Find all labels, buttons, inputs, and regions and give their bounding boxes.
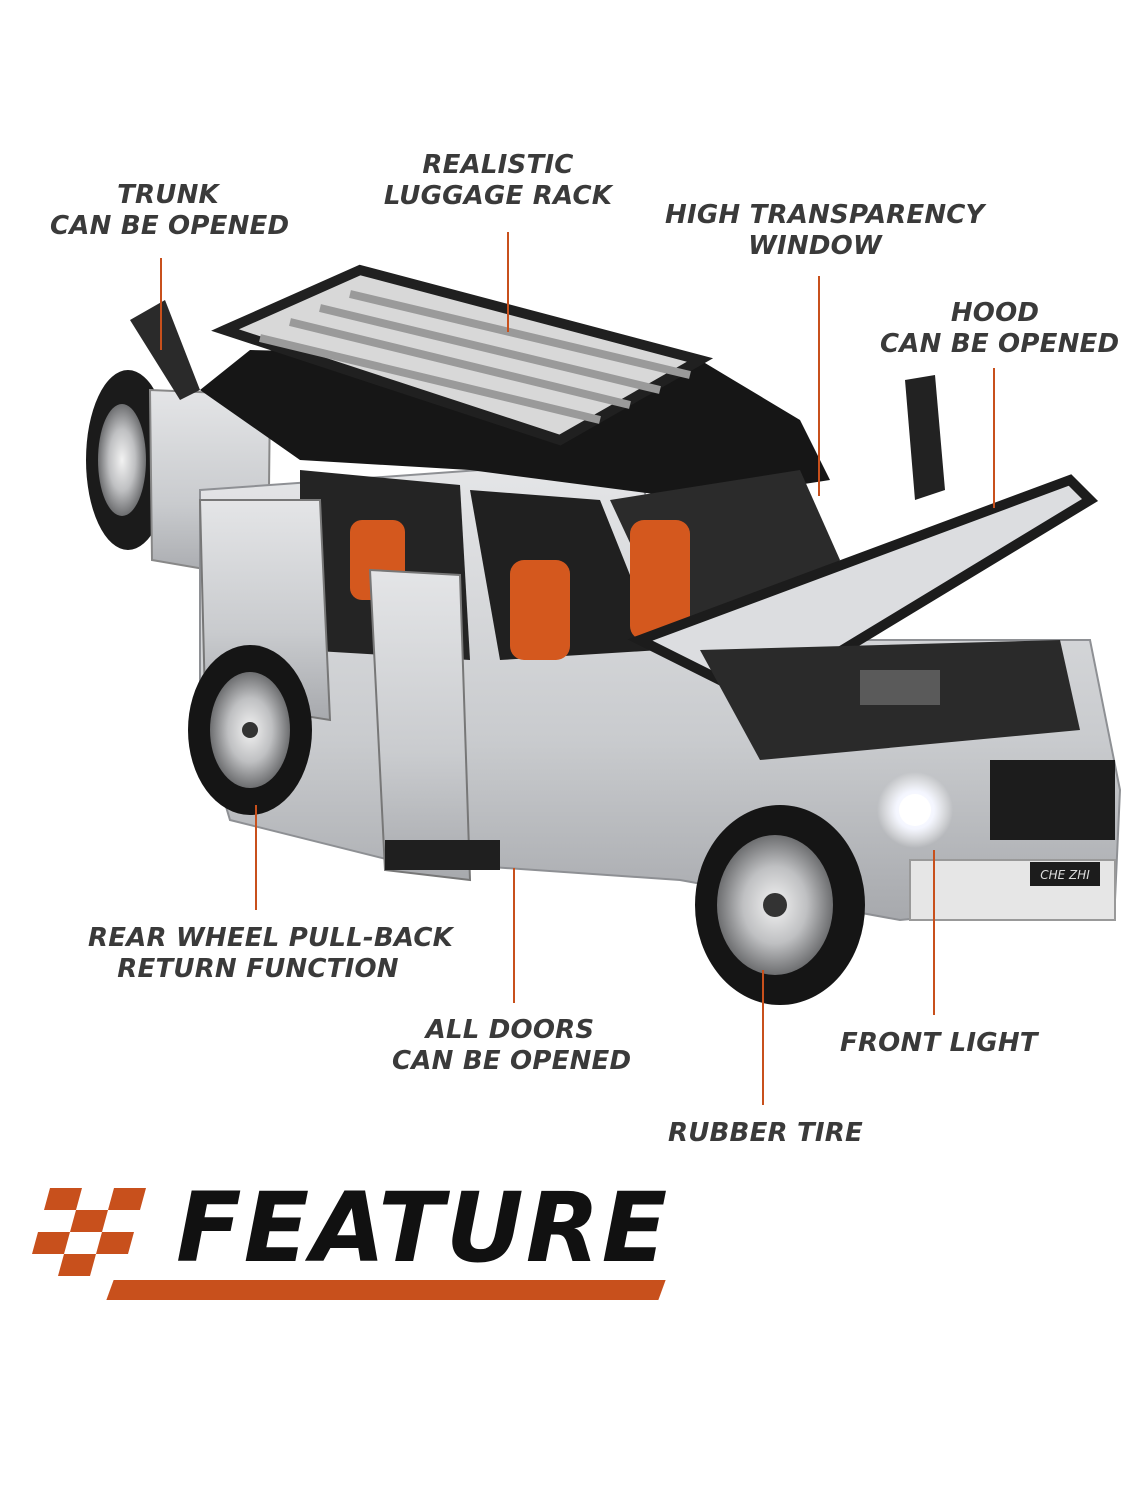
leader-line-hood: [993, 368, 995, 508]
leader-line-tire: [762, 970, 764, 1105]
front-bumper: [909, 859, 1116, 921]
leader-line-trunk: [160, 258, 162, 350]
label-tire: RUBBER TIRE: [668, 1118, 863, 1148]
front-side-door: [368, 568, 472, 882]
leader-line-luggage-rack: [507, 232, 509, 332]
spare-wheel: [86, 370, 170, 550]
grille: [990, 760, 1115, 840]
leader-line-window: [818, 276, 820, 496]
leader-line-doors: [513, 868, 515, 1003]
toy-car-image: CHE ZHI: [86, 264, 1122, 1005]
label-front-light: FRONT LIGHT: [840, 1028, 1038, 1058]
license-plate: CHE ZHI: [1030, 862, 1100, 886]
feature-underline: [106, 1280, 666, 1300]
leader-line-front-light: [933, 850, 935, 1015]
luggage-rack: [211, 264, 714, 446]
feature-title: FEATURE: [176, 1172, 670, 1284]
front-wheel: [695, 805, 865, 1005]
svg-text:CHE ZHI: CHE ZHI: [1040, 868, 1090, 882]
leader-line-rear-wheel: [255, 805, 257, 910]
rear-wheel: [188, 645, 312, 815]
checkered-flag-icon: [32, 1188, 146, 1276]
